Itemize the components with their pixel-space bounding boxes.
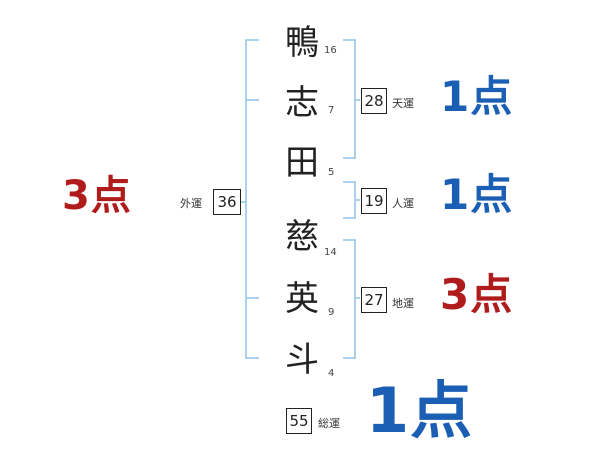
stroke-count-1: 16 bbox=[324, 45, 337, 56]
stroke-count-2: 7 bbox=[328, 105, 335, 116]
tenkaku-score: 1点 bbox=[440, 72, 514, 121]
name-char-4: 慈 bbox=[285, 217, 319, 257]
jinkaku-score: 1点 bbox=[440, 170, 514, 219]
jinkaku-value-box: 19 bbox=[361, 188, 387, 214]
name-char-5: 英 bbox=[285, 279, 319, 319]
soukaku-score: 1点 bbox=[366, 374, 474, 447]
gaikaku-value-box: 36 bbox=[213, 189, 241, 215]
name-char-6: 斗 bbox=[285, 340, 319, 380]
stroke-count-5: 9 bbox=[328, 307, 335, 318]
chikaku-label: 地運 bbox=[392, 297, 414, 310]
gaikaku-label: 外運 bbox=[180, 197, 202, 210]
tenkaku-value-box: 28 bbox=[361, 88, 387, 114]
soukaku-value-box: 55 bbox=[286, 408, 312, 434]
chikaku-value-box: 27 bbox=[361, 287, 387, 313]
stroke-count-4: 14 bbox=[324, 247, 337, 258]
stroke-count-6: 4 bbox=[328, 368, 335, 379]
name-char-1: 鴨 bbox=[285, 23, 319, 63]
stroke-count-3: 5 bbox=[328, 167, 335, 178]
name-char-3: 田 bbox=[285, 143, 319, 183]
soukaku-label: 総運 bbox=[318, 417, 340, 430]
chikaku-score: 3点 bbox=[440, 270, 514, 319]
jinkaku-label: 人運 bbox=[392, 197, 414, 210]
gaikaku-score: 3点 bbox=[62, 173, 132, 219]
name-char-2: 志 bbox=[285, 83, 319, 123]
tenkaku-label: 天運 bbox=[392, 97, 414, 110]
